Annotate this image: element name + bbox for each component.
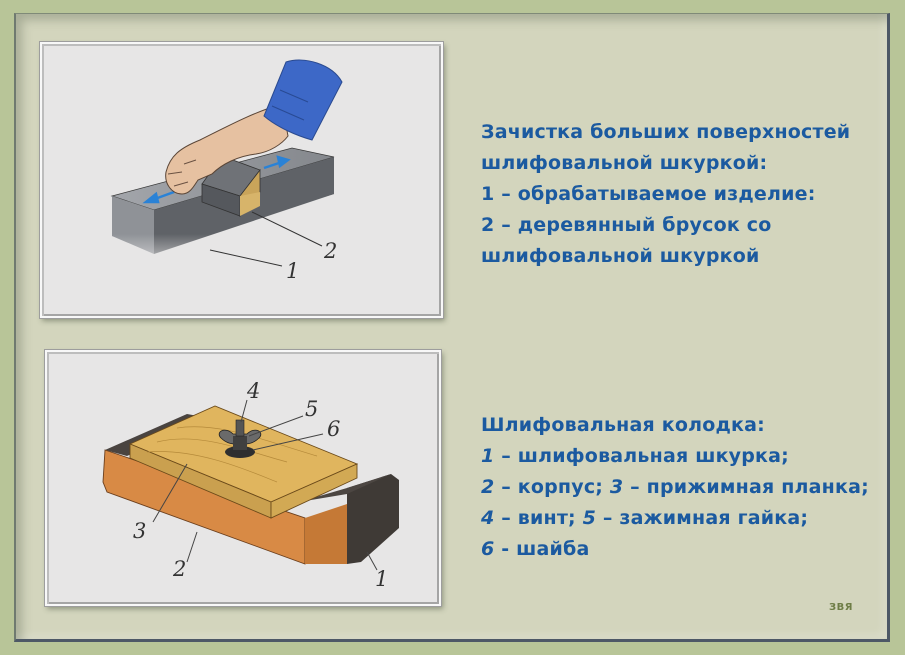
item-text: - шайба [494, 538, 590, 560]
caption-2-line-4: 6 - шайба [481, 534, 869, 565]
caption-2-line-1: 1 – шлифовальная шкурка; [481, 441, 869, 472]
leader-line-2 [251, 211, 323, 247]
label-4: 4 [246, 379, 260, 403]
item-number: 3 [609, 476, 624, 498]
hand-icon [165, 103, 289, 195]
caption-sanding-block: Шлифовальная колодка: 1 – шлифовальная ш… [481, 410, 869, 565]
caption-2-title: Шлифовальная колодка: [481, 414, 765, 436]
item-separator: – [494, 214, 518, 236]
caption-2-line-2: 2 – корпус; 3 – прижимная планка; [481, 472, 869, 503]
motion-arrows-icon [142, 155, 291, 204]
item-number: 1 [481, 183, 495, 205]
label-6: 6 [327, 417, 340, 441]
label-2: 2 [323, 239, 337, 263]
caption-large-surface: Зачистка больших поверхностей шлифовальн… [481, 117, 850, 272]
body-icon [102, 449, 347, 565]
item-text: обрабатываемое изделие: [517, 183, 816, 205]
figure-sanding-large-surface: 2 1 [39, 41, 444, 319]
item-text: – прижимная планка; [623, 476, 869, 498]
label-5: 5 [305, 397, 318, 421]
leader-line-1 [209, 249, 283, 267]
item-text: – корпус; [494, 476, 610, 498]
item-text: – шлифовальная шкурка; [494, 445, 789, 467]
label-1: 1 [286, 259, 299, 283]
caption-2-line-3: 4 – винт; 5 – зажимная гайка; [481, 503, 869, 534]
wing-nut-icon [218, 419, 262, 458]
sleeve-icon [263, 59, 343, 141]
item-number: 5 [582, 507, 597, 529]
item-number: 2 [481, 476, 495, 498]
sanding-block-illustration: 4 5 6 3 2 1 [102, 379, 399, 591]
caption-1-item-1: 1 – обрабатываемое изделие: [481, 179, 850, 210]
leader-lines [152, 399, 378, 571]
author-signature: ЗВЯ [829, 602, 853, 613]
label-2: 2 [172, 557, 186, 581]
item-text: – зажимная гайка; [596, 507, 809, 529]
item-number: 1 [481, 445, 495, 467]
figure-sanding-block: 4 5 6 3 2 1 [44, 349, 442, 607]
item-number: 2 [481, 214, 495, 236]
item-text: – винт; [494, 507, 583, 529]
item-text: деревянный брусок со [517, 214, 772, 236]
caption-1-continuation: шлифовальной шкуркой [481, 245, 760, 267]
item-separator: – [494, 183, 518, 205]
item-number: 6 [481, 538, 495, 560]
caption-1-title-line-2: шлифовальной шкуркой: [481, 152, 768, 174]
label-1: 1 [375, 567, 388, 591]
item-number: 4 [481, 507, 495, 529]
caption-1-item-2: 2 – деревянный брусок со [481, 210, 850, 241]
sanding-illustration: 2 1 [102, 59, 343, 283]
caption-1-title-line-1: Зачистка больших поверхностей [481, 121, 851, 143]
label-3: 3 [133, 519, 146, 543]
